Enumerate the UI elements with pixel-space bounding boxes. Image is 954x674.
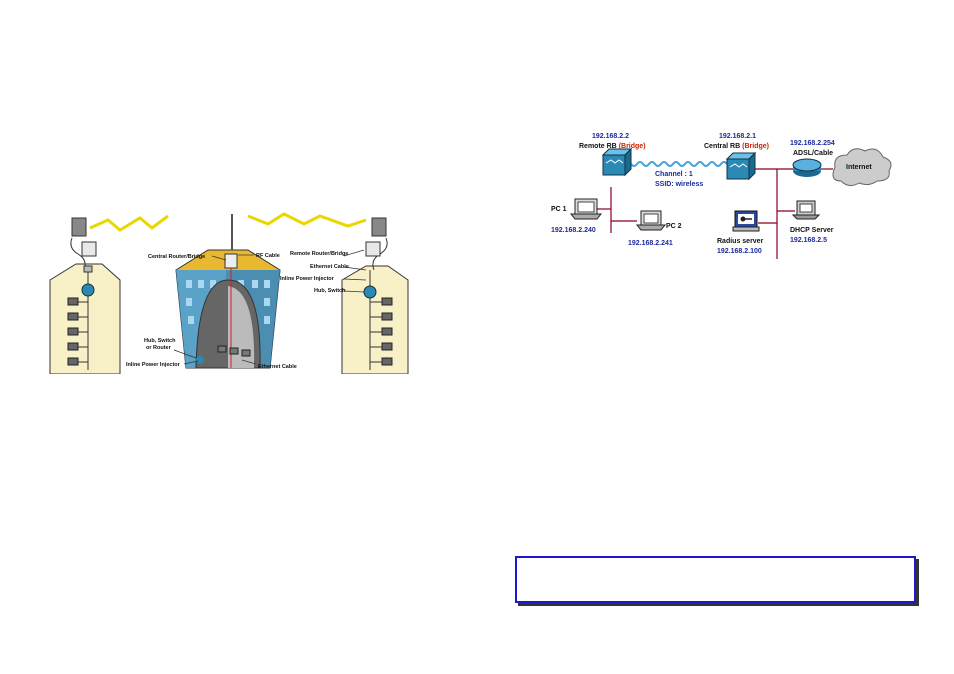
left-building (49, 217, 121, 375)
dhcp-ip: 192.168.2.5 (790, 237, 827, 244)
radius-ip: 192.168.2.100 (717, 248, 762, 255)
lan-wires (597, 168, 833, 259)
label-injector-right: Inline Power Injector (280, 276, 335, 282)
label-hub-switch-right: Hub, Switch (314, 288, 346, 294)
radius-label: Radius server (717, 238, 764, 245)
central-mode: (Bridge) (742, 143, 769, 150)
router-ip: 192.168.2.254 (790, 140, 835, 147)
router-label: ADSL/Cable (793, 150, 833, 157)
label-injector-left: Inline Power Injector (126, 362, 181, 368)
channel-label: Channel : 1 (655, 171, 693, 178)
remote-ip: 192.168.2.2 (592, 133, 629, 140)
wireless-link (624, 161, 740, 167)
remote-label: Remote RB (Bridge) (579, 143, 646, 150)
internet-label: Internet (846, 164, 872, 171)
dhcp-label: DHCP Server (790, 227, 834, 234)
label-remote-router: Remote Router/Bridge (290, 251, 348, 257)
label-ethernet-cable-bottom: Ethernet Cable (258, 364, 297, 370)
pc1-laptop-icon (569, 198, 603, 220)
remote-mode: (Bridge) (619, 143, 646, 150)
central-label: Central RB (Bridge) (704, 143, 769, 150)
pc2-laptop-icon (635, 210, 667, 231)
central-bridge-icon (725, 151, 757, 181)
central-building (175, 214, 281, 369)
note-box (515, 556, 916, 603)
building-network-illustration: Central Router/Bridge RF Cable Remote Ro… (48, 210, 410, 375)
pc1-ip: 192.168.2.240 (551, 227, 596, 234)
internet-cloud-icon (832, 148, 892, 187)
label-hub-switch-left: Hub, Switch (144, 338, 176, 344)
label-rf-cable: RF Cable (256, 253, 280, 259)
pc1-label: PC 1 (551, 206, 567, 213)
dhcp-server-icon (791, 200, 821, 220)
right-building (341, 217, 409, 375)
remote-bridge-icon (601, 147, 633, 177)
radius-server-icon (732, 210, 760, 232)
network-topology-diagram: 192.168.2.2 Remote RB (Bridge) 192.168.2… (545, 125, 895, 260)
wireless-link-right (247, 212, 367, 228)
remote-rb-text: Remote RB (579, 143, 619, 150)
central-rb-text: Central RB (704, 143, 742, 150)
label-or-router: or Router (146, 345, 172, 351)
wireless-link-left (89, 214, 169, 232)
label-central-router: Central Router/Bridge (148, 254, 205, 260)
label-ethernet-cable-right: Ethernet Cable (310, 264, 349, 270)
ssid-label: SSID: wireless (655, 181, 703, 188)
router-icon (792, 158, 822, 177)
central-ip: 192.168.2.1 (719, 133, 756, 140)
pc2-label: PC 2 (666, 223, 682, 230)
pc2-ip: 192.168.2.241 (628, 240, 673, 247)
